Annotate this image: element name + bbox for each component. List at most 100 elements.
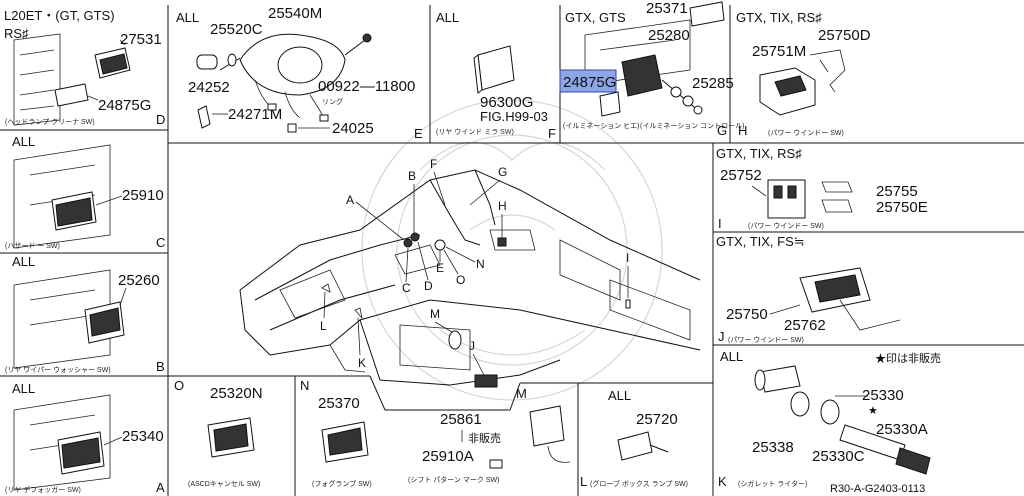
callout-l: L <box>320 319 327 333</box>
panel-d-header-2: RS♯ <box>4 26 29 41</box>
panel-k-header: ALL <box>720 349 743 364</box>
callout-e: E <box>436 261 444 275</box>
panel-d-part-2: 24875G <box>98 97 151 114</box>
panel-n-part-1: 25370 <box>318 395 360 412</box>
panel-m-letter: M <box>516 386 527 401</box>
watermark-emblem <box>361 99 663 401</box>
dashboard-illustration: A B C D E F G H I J K L M N O <box>239 157 701 388</box>
panel-g-part-4: 25285 <box>692 75 734 92</box>
panel-e-part-5: 00922—11800 <box>318 78 415 95</box>
panel-b-part-1: 25260 <box>118 272 160 289</box>
panel-h-caption: (パワー ウインドー SW) <box>768 129 844 137</box>
panel-o-part-1: 25320N <box>210 385 263 402</box>
panel-k-part-2: 25338 <box>752 439 794 456</box>
panel-g-letter: G <box>717 123 727 138</box>
callout-a: A <box>346 193 354 207</box>
panel-e-part-1: 25540M <box>268 5 322 22</box>
panel-m-part-1: 25861 <box>440 411 482 428</box>
panel-a-caption: (リヤ デフォッガー SW) <box>5 485 81 494</box>
panel-k-letter: K <box>718 474 727 489</box>
panel-e-part-6: 24025 <box>332 120 374 137</box>
panel-b: ALL 25260 (リヤ ワイパー ウォッシャー SW) B <box>5 254 165 374</box>
panel-h-part-2: 25750D <box>818 27 871 44</box>
panel-e-letter: E <box>414 126 423 141</box>
panel-j: GTX, TIX, FS≒ 25750 25762 (パワー ウインドー SW)… <box>716 234 901 344</box>
panel-j-caption: (パワー ウインドー SW) <box>728 336 804 344</box>
panel-k-star: ★ <box>868 405 878 417</box>
panel-l-part-1: 25720 <box>636 411 678 428</box>
callout-m: M <box>430 307 440 321</box>
panel-b-caption: (リヤ ワイパー ウォッシャー SW) <box>5 366 111 374</box>
panel-i-letter: I <box>718 216 722 231</box>
panel-f-part-1: 96300G <box>480 94 533 111</box>
panel-k-part-1: 25330 <box>862 387 904 404</box>
panel-a: ALL 25340 (リヤ デフォッガー SW) A <box>5 381 165 495</box>
panel-k-part-4: 25330A <box>876 421 928 438</box>
panel-o: O 25320N (ASCDキャンセル SW) <box>174 378 263 488</box>
panel-l-header: ALL <box>608 388 631 403</box>
panel-c-part-1: 25910 <box>122 187 164 204</box>
panel-n-caption: (フォグランプ SW) <box>312 479 372 488</box>
panel-d-header-1: L20ET・(GT, GTS) <box>4 8 115 23</box>
panel-k-note: ★印は非販売 <box>875 352 941 365</box>
panel-m-part-2: 25910A <box>422 448 474 465</box>
panel-o-caption: (ASCDキャンセル SW) <box>188 480 260 488</box>
callout-h: H <box>498 199 507 213</box>
callout-o: O <box>456 273 465 287</box>
panel-f-ref: FIG.H99-03 <box>480 109 548 124</box>
panel-g-caption-left: (イルミネーション ヒエ) <box>563 122 639 130</box>
panel-l-caption: (グローブ ボックス ランプ SW) <box>590 479 688 488</box>
panel-g-caption-right: (イルミネーション コントロール) <box>640 122 744 130</box>
panel-c-letter: C <box>156 235 165 250</box>
panel-f-caption: (リヤ ウインド ミラ SW) <box>436 128 514 136</box>
panel-e: ALL 25540M 25520C 24252 24271M 00922—118… <box>176 5 423 141</box>
panel-d: L20ET・(GT, GTS) RS♯ 27531 24875G (ヘッドランプ… <box>4 8 165 127</box>
panel-l: ALL 25720 (グローブ ボックス ランプ SW) L <box>580 388 688 489</box>
panel-m: M 25861 非販売 25910A (シフト パターン マーク SW) <box>408 386 571 484</box>
panel-j-letter: J <box>718 329 725 344</box>
panel-e-part-2: 25520C <box>210 21 263 38</box>
panel-h-part-1: 25751M <box>752 43 806 60</box>
panel-n-letter: N <box>300 378 309 393</box>
panel-i-caption: (パワー ウインドー SW) <box>748 222 824 230</box>
panel-h: GTX, TIX, RS♯ 25751M 25750D (パワー ウインドー S… <box>736 10 871 138</box>
panel-g-part-3: 24875G <box>563 74 616 91</box>
callout-g: G <box>498 165 507 179</box>
panel-d-part-1: 27531 <box>120 31 162 48</box>
panel-k-part-3: 25330C <box>812 448 865 465</box>
panel-i-header: GTX, TIX, RS♯ <box>716 146 802 161</box>
panel-n: N 25370 (フォグランプ SW) <box>300 378 372 488</box>
panel-j-header: GTX, TIX, FS≒ <box>716 234 805 249</box>
panel-c-caption: (ハザード ー SW) <box>5 242 60 250</box>
panel-m-caption: (シフト パターン マーク SW) <box>408 475 499 484</box>
panel-f-letter: F <box>548 126 556 141</box>
footer-code: R30-A-G2403-0113 <box>830 483 925 495</box>
panel-e-caption: リング <box>322 97 343 106</box>
panel-j-part-1: 25750 <box>726 306 768 323</box>
panel-i-part-1: 25752 <box>720 167 762 184</box>
panel-i-part-3: 25750E <box>876 199 928 216</box>
panel-h-letter: H <box>738 123 747 138</box>
panel-c: ALL 25910 (ハザード ー SW) C <box>5 134 165 250</box>
callout-f: F <box>430 157 437 171</box>
panel-d-letter: D <box>156 112 165 127</box>
panel-g-header: GTX, GTS <box>565 10 626 25</box>
panel-g-part-2: 25280 <box>648 27 690 44</box>
panel-o-letter: O <box>174 378 184 393</box>
panel-a-letter: A <box>156 480 165 495</box>
panel-h-header: GTX, TIX, RS♯ <box>736 10 822 25</box>
panel-g: GTX, GTS 25371 25280 25285 24875G (イルミネー… <box>559 0 744 138</box>
panel-f-header: ALL <box>436 10 459 25</box>
panel-b-letter: B <box>156 359 165 374</box>
callout-d: D <box>424 279 433 293</box>
panel-f: ALL 96300G FIG.H99-03 (リヤ ウインド ミラ SW) F <box>436 10 556 141</box>
panel-borders <box>0 5 1024 496</box>
panel-e-header: ALL <box>176 10 199 25</box>
panel-b-header: ALL <box>12 254 35 269</box>
callout-k: K <box>358 356 366 370</box>
panel-g-part-1: 25371 <box>646 0 688 17</box>
panel-a-part-1: 25340 <box>122 428 164 445</box>
panel-a-header: ALL <box>12 381 35 396</box>
panel-l-letter: L <box>580 474 587 489</box>
